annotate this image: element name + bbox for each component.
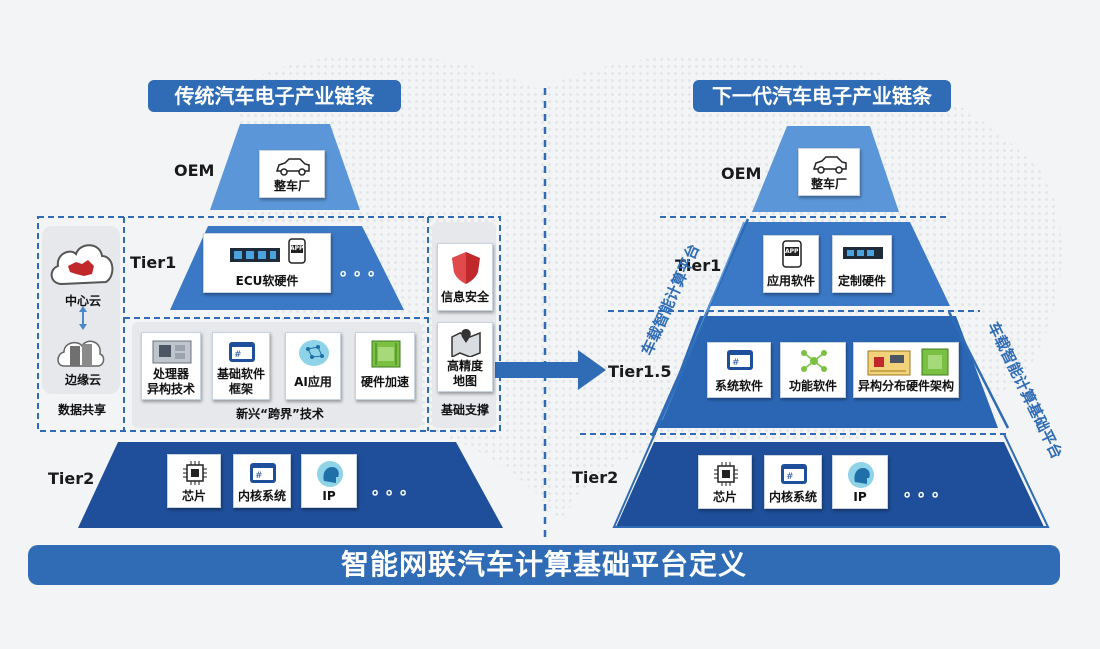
- left-tier2-label: Tier2: [48, 469, 95, 488]
- system-software-card: # 系统软件: [707, 342, 771, 398]
- custom-hardware-label: 定制硬件: [837, 274, 886, 288]
- right-tier1-label: Tier1: [675, 256, 722, 275]
- app-software-label: 应用软件: [766, 274, 815, 288]
- tech-card-ai-label: AI应用: [294, 375, 332, 389]
- left-ecu-card-label: ECU软硬件: [235, 274, 299, 288]
- left-title: 传统汽车电子产业链条: [148, 80, 401, 112]
- tech-card-base-software: # 基础软件 框架: [212, 332, 270, 400]
- left-ip-label: IP: [322, 489, 336, 503]
- edge-cloud-label: 边缘云: [64, 373, 101, 387]
- left-tier1-label: Tier1: [130, 253, 177, 272]
- app-badge: APP: [785, 248, 799, 255]
- system-software-label: 系统软件: [714, 379, 763, 393]
- circuit-board-icon: [867, 350, 911, 376]
- right-tier15-label: Tier1.5: [608, 362, 672, 381]
- app-phone-icon: [782, 240, 802, 268]
- security-card: 信息安全: [437, 243, 493, 311]
- left-chip-label: 芯片: [181, 489, 206, 503]
- tech-card-base-software-line2: 框架: [228, 382, 253, 396]
- tech-card-ai: AI应用: [285, 332, 341, 400]
- left-ip-card: IP: [301, 454, 357, 508]
- left-tier1-more: 。。。: [340, 260, 391, 279]
- right-ip-label: IP: [853, 490, 867, 504]
- svg-text:#: #: [234, 350, 242, 360]
- hd-map-line1: 高精度: [446, 359, 483, 373]
- right-chip-card: 芯片: [698, 455, 752, 509]
- support-caption: 基础支撑: [440, 403, 489, 417]
- right-oem-card-label: 整车厂: [810, 177, 847, 191]
- ip-head-icon: [848, 462, 874, 488]
- tech-card-base-software-line1: 基础软件: [216, 367, 265, 381]
- left-oem-card: 整车厂: [259, 150, 325, 198]
- custom-hardware-card: 定制硬件: [832, 235, 892, 293]
- right-tier2-label: Tier2: [572, 468, 619, 487]
- svg-text:#: #: [786, 472, 794, 482]
- right-chip-label: 芯片: [712, 490, 737, 504]
- tech-card-heterogeneous-line2: 异构技术: [146, 382, 195, 396]
- sync-arrow-icon: [79, 306, 87, 330]
- edge-server-icon: [57, 340, 105, 367]
- function-software-label: 功能软件: [788, 379, 837, 393]
- cross-tech-caption: 新兴“跨界”技术: [236, 407, 324, 421]
- tech-card-hw-accel: 硬件加速: [355, 332, 415, 400]
- software-window-icon: #: [727, 350, 753, 370]
- processor-board-icon: [152, 340, 192, 364]
- cloud-icon: [50, 244, 114, 286]
- left-ecu-card: APP ECU软硬件: [203, 233, 331, 293]
- hardware-chip-icon: [371, 340, 401, 368]
- ai-brain-icon: [299, 340, 329, 366]
- network-nodes-icon: [801, 350, 827, 372]
- app-phone-icon: [288, 238, 306, 264]
- bottom-banner: 智能网联汽车计算基础平台定义: [28, 545, 1060, 585]
- software-window-icon: #: [229, 342, 255, 362]
- right-ip-card: IP: [832, 455, 888, 509]
- left-tier2-more: 。。。: [372, 479, 423, 498]
- shield-icon: [452, 252, 480, 284]
- kernel-window-icon: #: [250, 463, 276, 483]
- tech-card-heterogeneous: 处理器 异构技术: [141, 332, 201, 400]
- svg-text:#: #: [732, 358, 740, 368]
- ip-head-icon: [317, 461, 343, 487]
- hd-map-card: 高精度 地图: [437, 322, 493, 392]
- tech-card-heterogeneous-line1: 处理器: [152, 367, 189, 381]
- hd-map-line2: 地图: [452, 374, 477, 388]
- left-kernel-card: # 内核系统: [233, 454, 291, 508]
- car-icon: [275, 158, 310, 176]
- chip-icon: [714, 462, 738, 486]
- right-tier2-more: 。。。: [904, 481, 955, 500]
- center-cloud-label: 中心云: [64, 294, 101, 308]
- right-kernel-label: 内核系统: [768, 490, 817, 504]
- left-oem-card-label: 整车厂: [273, 179, 310, 193]
- right-kernel-card: # 内核系统: [764, 455, 822, 509]
- left-chip-card: 芯片: [167, 454, 221, 508]
- hetero-hw-arch-label: 异构分布硬件架构: [857, 379, 954, 393]
- chip-icon: [183, 461, 207, 485]
- security-label: 信息安全: [440, 290, 489, 304]
- hetero-hw-arch-card: 异构分布硬件架构: [853, 342, 959, 398]
- map-icon: [451, 329, 481, 357]
- tech-card-hw-accel-label: 硬件加速: [360, 375, 409, 389]
- function-software-card: 功能软件: [780, 342, 846, 398]
- kernel-window-icon: #: [781, 464, 807, 484]
- svg-text:#: #: [255, 471, 263, 481]
- right-oem-label: OEM: [721, 164, 762, 183]
- car-icon: [812, 156, 847, 174]
- left-oem-label: OEM: [174, 161, 215, 180]
- ecu-board-icon: [843, 247, 883, 259]
- app-badge: APP: [290, 245, 304, 252]
- right-oem-card: 整车厂: [798, 148, 860, 196]
- left-kernel-label: 内核系统: [237, 489, 286, 503]
- app-software-card: APP 应用软件: [763, 235, 819, 293]
- right-title: 下一代汽车电子产业链条: [693, 80, 951, 112]
- ecu-board-icon: [230, 248, 280, 262]
- data-share-label: 数据共享: [57, 403, 106, 417]
- hardware-chip-icon: [921, 348, 949, 376]
